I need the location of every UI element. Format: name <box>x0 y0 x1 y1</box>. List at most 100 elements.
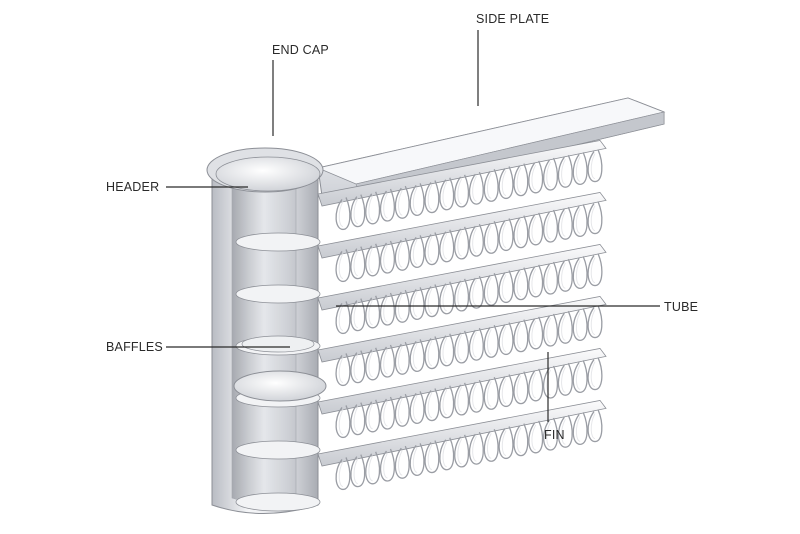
fin <box>498 374 514 408</box>
fin <box>424 388 440 422</box>
fin-highlight <box>472 331 477 358</box>
fin-highlight <box>486 433 492 459</box>
fin <box>587 305 603 339</box>
fin-highlight <box>338 253 344 279</box>
fin-highlight <box>338 305 344 331</box>
fin <box>335 353 351 387</box>
fin-highlight <box>472 383 477 410</box>
fin-highlight <box>383 400 388 427</box>
fin-highlight <box>561 418 566 445</box>
fin <box>454 226 470 260</box>
fin-highlight <box>427 288 433 315</box>
fin <box>454 278 470 312</box>
fin-highlight <box>368 247 374 274</box>
fin-highlight <box>457 438 463 465</box>
fin <box>424 336 440 370</box>
baffle-disc <box>241 335 315 353</box>
fin <box>468 327 484 361</box>
fin-highlight <box>516 375 522 402</box>
fin <box>379 448 395 482</box>
fin <box>379 396 395 430</box>
fin-highlight <box>427 184 433 211</box>
fin-highlight <box>457 334 463 361</box>
fin-highlight <box>427 392 433 419</box>
fin-highlight <box>338 461 344 487</box>
fin <box>365 347 381 381</box>
fin-highlight <box>501 430 507 456</box>
fin-highlight <box>590 257 596 284</box>
header-slot <box>235 492 321 512</box>
fin-highlight <box>472 227 477 254</box>
fin <box>379 344 395 378</box>
fin <box>454 382 470 416</box>
fin-highlight <box>457 282 463 309</box>
fin-highlight <box>368 403 374 430</box>
fin-highlight <box>412 447 418 473</box>
fin-highlight <box>383 348 388 375</box>
fin <box>483 377 499 410</box>
fin <box>394 185 410 219</box>
fin <box>543 261 558 295</box>
fin-highlight <box>590 413 596 440</box>
fin <box>528 368 544 402</box>
fin <box>439 385 455 419</box>
fin-highlight <box>353 250 359 277</box>
fin-highlight <box>590 153 596 180</box>
fin-highlight <box>531 268 537 295</box>
fin-highlight <box>442 233 448 260</box>
fin <box>439 437 455 471</box>
fin-highlight <box>412 291 418 317</box>
fin <box>528 420 544 454</box>
label-side-plate: SIDE PLATE <box>476 12 550 26</box>
fin <box>513 215 529 249</box>
tube <box>317 191 607 259</box>
fin <box>513 319 529 353</box>
fin <box>379 188 395 222</box>
fin-highlight <box>561 314 566 341</box>
fin <box>572 256 588 290</box>
fin-highlight <box>501 326 507 352</box>
fin <box>483 429 499 462</box>
fin-highlight <box>457 178 463 205</box>
fin-highlight <box>516 271 522 298</box>
fin <box>439 281 455 315</box>
fin-highlight <box>472 279 477 306</box>
fin-highlight <box>590 309 596 336</box>
fin <box>528 212 544 246</box>
tube <box>317 399 607 467</box>
fin <box>365 295 381 329</box>
fin-highlight <box>353 406 359 433</box>
tube <box>317 347 607 415</box>
fin <box>409 235 425 269</box>
fin <box>543 209 558 243</box>
fin-highlight <box>486 277 492 303</box>
fin-highlight <box>472 175 477 202</box>
fin <box>379 240 395 274</box>
fin-highlight <box>561 262 566 289</box>
fin-highlight <box>531 320 537 347</box>
baffle-disc <box>233 370 327 402</box>
fin-highlight <box>546 317 551 344</box>
fin-highlight <box>486 173 492 199</box>
label-fin: FIN <box>544 428 565 442</box>
fin <box>572 360 588 394</box>
fin <box>572 412 588 446</box>
fin-highlight <box>472 435 477 462</box>
fin-highlight <box>442 181 448 208</box>
fin-highlight <box>531 216 537 243</box>
tube <box>317 139 607 207</box>
fin <box>557 206 573 240</box>
label-tube: TUBE <box>664 300 699 314</box>
fin-highlight <box>561 366 566 393</box>
fin <box>409 443 425 477</box>
fin <box>483 325 499 358</box>
fin-highlight <box>398 189 403 216</box>
fin-highlight <box>427 236 433 263</box>
fin <box>394 289 410 323</box>
fin-highlight <box>516 219 522 246</box>
fin <box>365 191 381 225</box>
fin <box>543 417 558 451</box>
fin <box>409 183 425 217</box>
fin-highlight <box>575 156 581 182</box>
label-baffles: BAFFLES <box>106 340 163 354</box>
